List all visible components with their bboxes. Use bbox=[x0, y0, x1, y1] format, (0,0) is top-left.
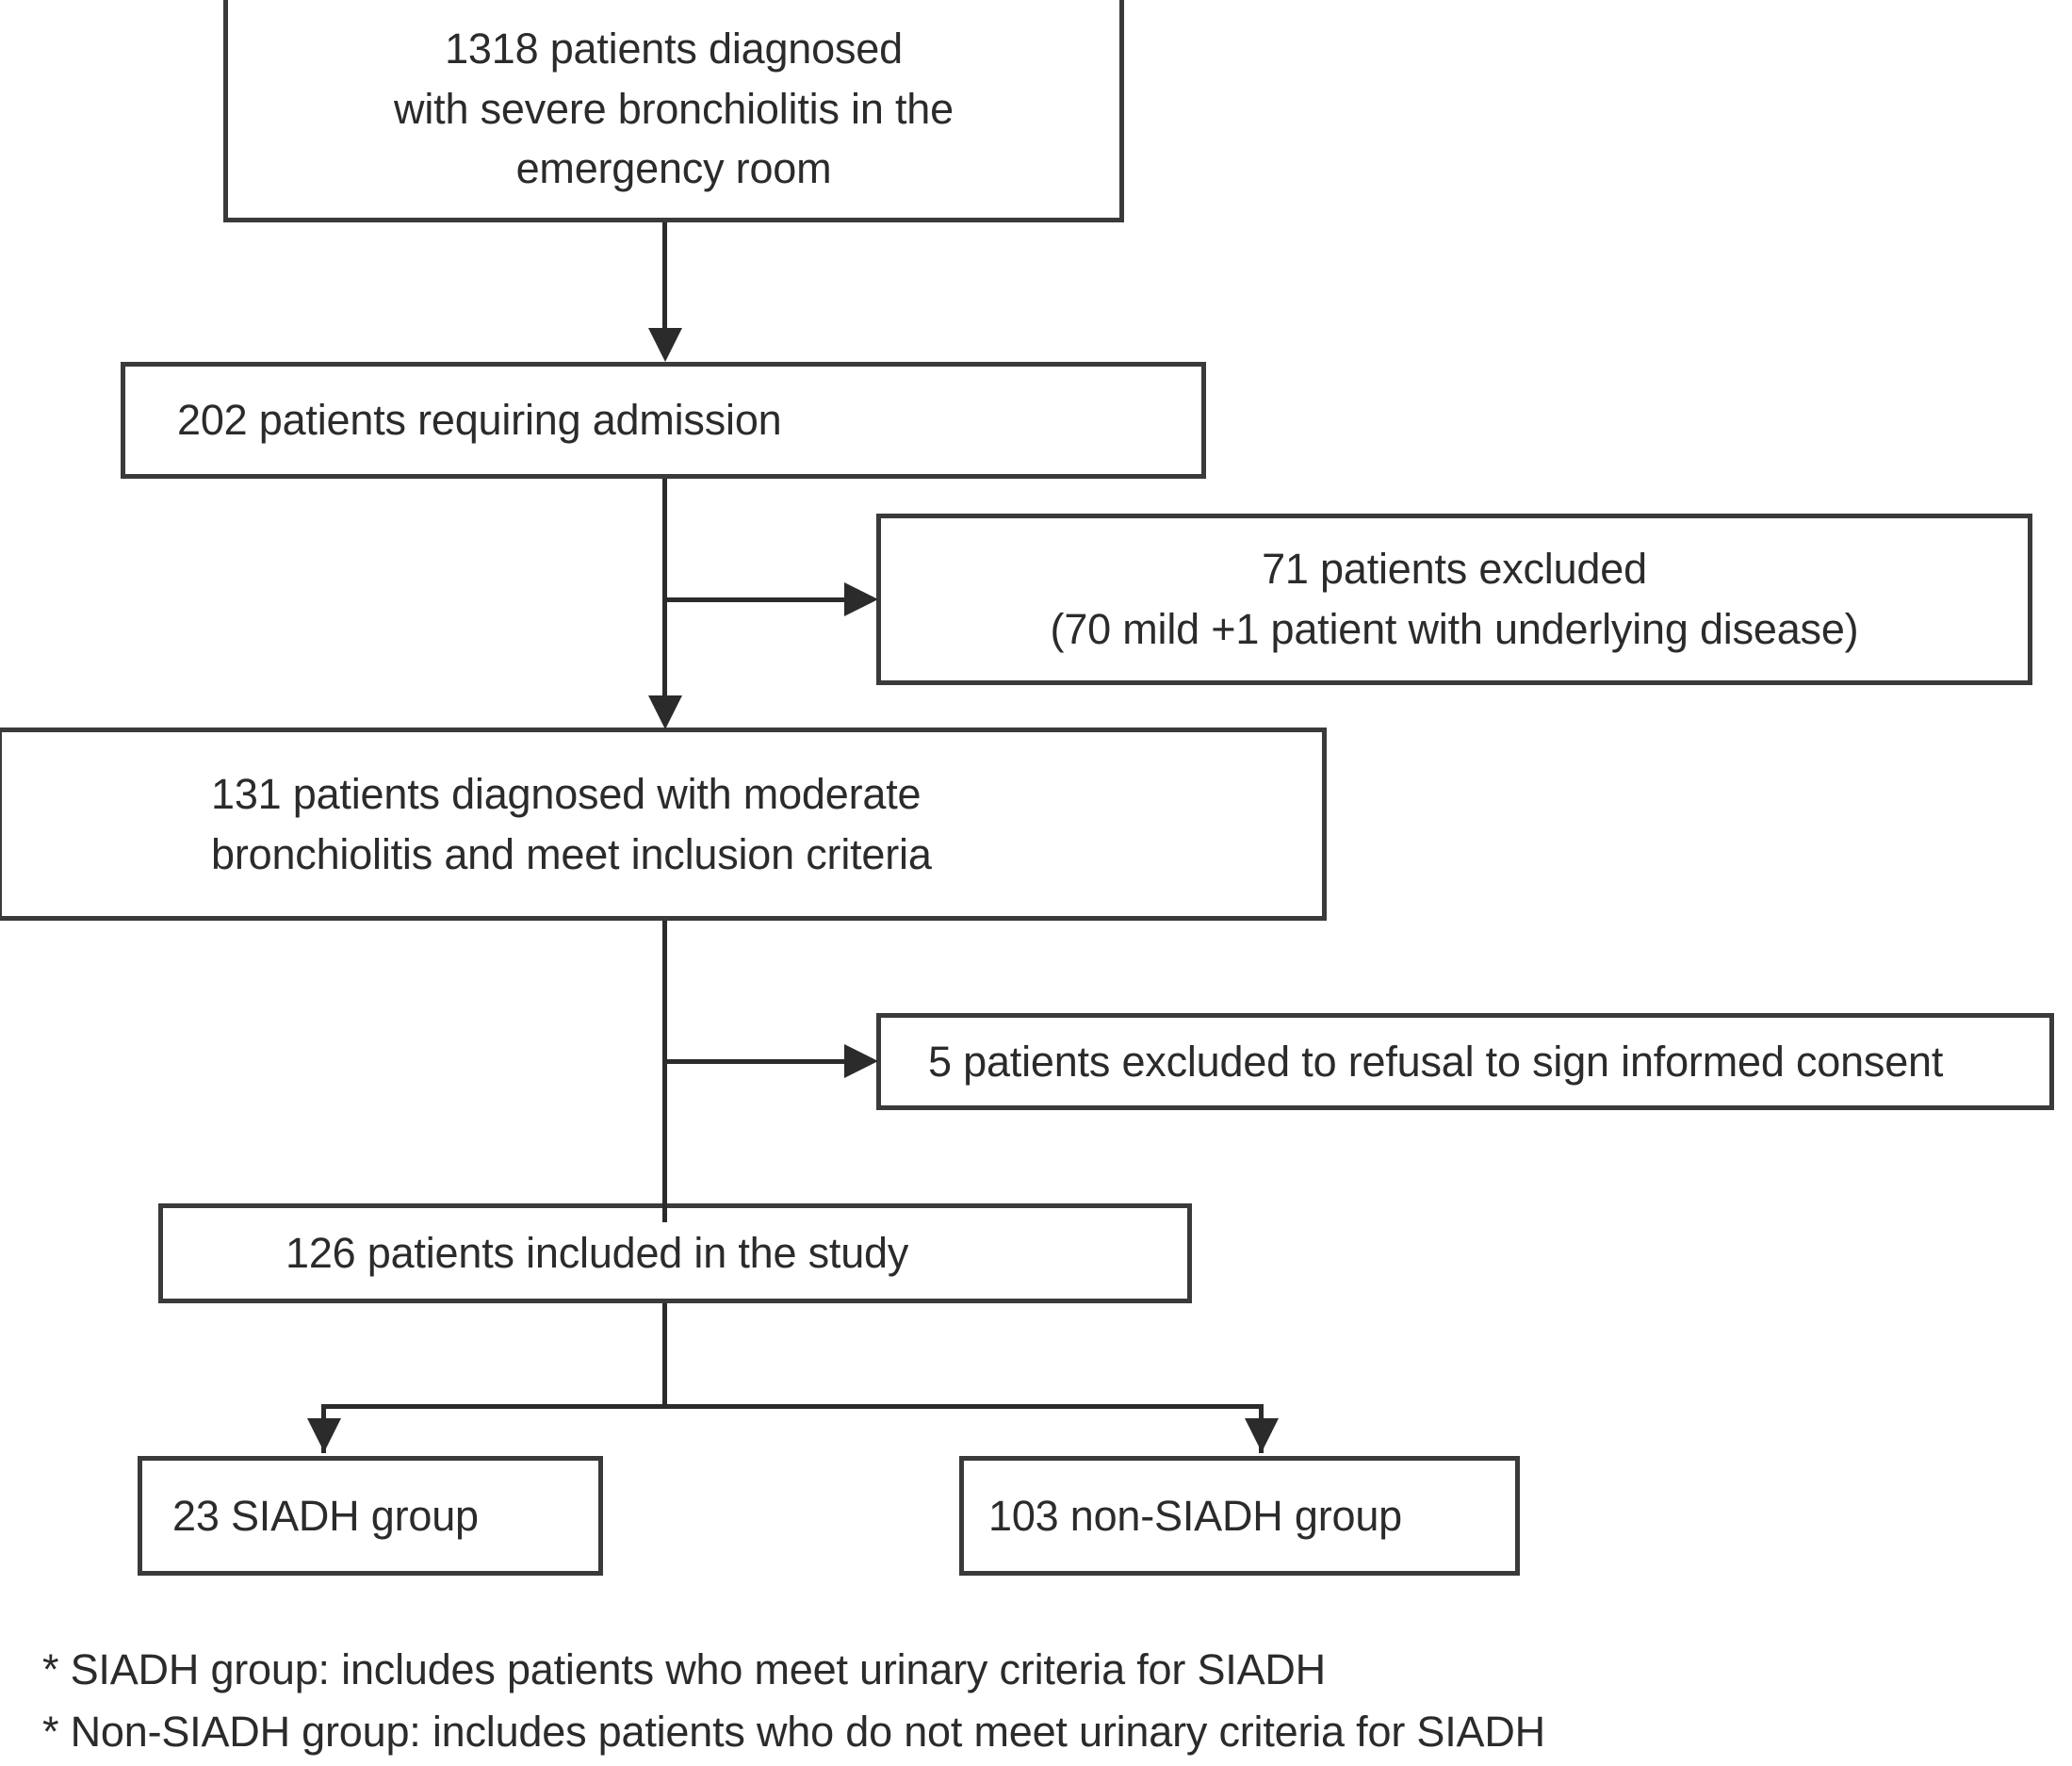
arrowhead-down-icon bbox=[648, 695, 682, 729]
node-excluded-71: 71 patients excluded (70 mild +1 patient… bbox=[876, 514, 2032, 685]
footnote-non-siadh-group: * Non-SIADH group: includes patients who… bbox=[42, 1708, 1545, 1756]
arrowhead-down-icon bbox=[648, 328, 682, 362]
connector-group-split-bar bbox=[321, 1404, 1264, 1409]
arrowhead-down-icon bbox=[1245, 1418, 1279, 1452]
node-excluded-5-label: 5 patients excluded to refusal to sign i… bbox=[928, 1037, 1944, 1086]
arrowhead-right-icon bbox=[844, 582, 878, 616]
connector-eligible-to-included bbox=[662, 921, 667, 1222]
connector-screened-to-admitted bbox=[662, 222, 667, 343]
footnote-siadh-group: * SIADH group: includes patients who mee… bbox=[42, 1645, 1326, 1693]
node-admitted-patients: 202 patients requiring admission bbox=[121, 362, 1206, 479]
node-screened-patients: 1318 patients diagnosed with severe bron… bbox=[223, 0, 1124, 222]
node-siadh-group-label: 23 SIADH group bbox=[172, 1491, 479, 1540]
node-eligible-label: 131 patients diagnosed with moderate bro… bbox=[211, 769, 932, 878]
node-included-label: 126 patients included in the study bbox=[286, 1229, 909, 1278]
connector-included-stem bbox=[662, 1303, 667, 1409]
node-siadh-group: 23 SIADH group bbox=[138, 1456, 603, 1576]
node-excluded-71-label: 71 patients excluded (70 mild +1 patient… bbox=[1050, 545, 1859, 653]
connector-eligible-to-excluded-5 bbox=[662, 1059, 853, 1064]
node-eligible-patients: 131 patients diagnosed with moderate bro… bbox=[0, 728, 1327, 921]
node-admitted-label: 202 patients requiring admission bbox=[177, 396, 782, 445]
arrowhead-down-icon bbox=[307, 1418, 341, 1452]
node-screened-label: 1318 patients diagnosed with severe bron… bbox=[394, 24, 954, 193]
node-included-patients: 126 patients included in the study bbox=[158, 1203, 1192, 1303]
connector-admitted-to-excluded-71 bbox=[662, 597, 853, 602]
node-non-siadh-group: 103 non-SIADH group bbox=[959, 1456, 1520, 1576]
node-non-siadh-group-label: 103 non-SIADH group bbox=[988, 1491, 1402, 1540]
node-excluded-5: 5 patients excluded to refusal to sign i… bbox=[876, 1013, 2054, 1110]
arrowhead-right-icon bbox=[844, 1044, 878, 1078]
